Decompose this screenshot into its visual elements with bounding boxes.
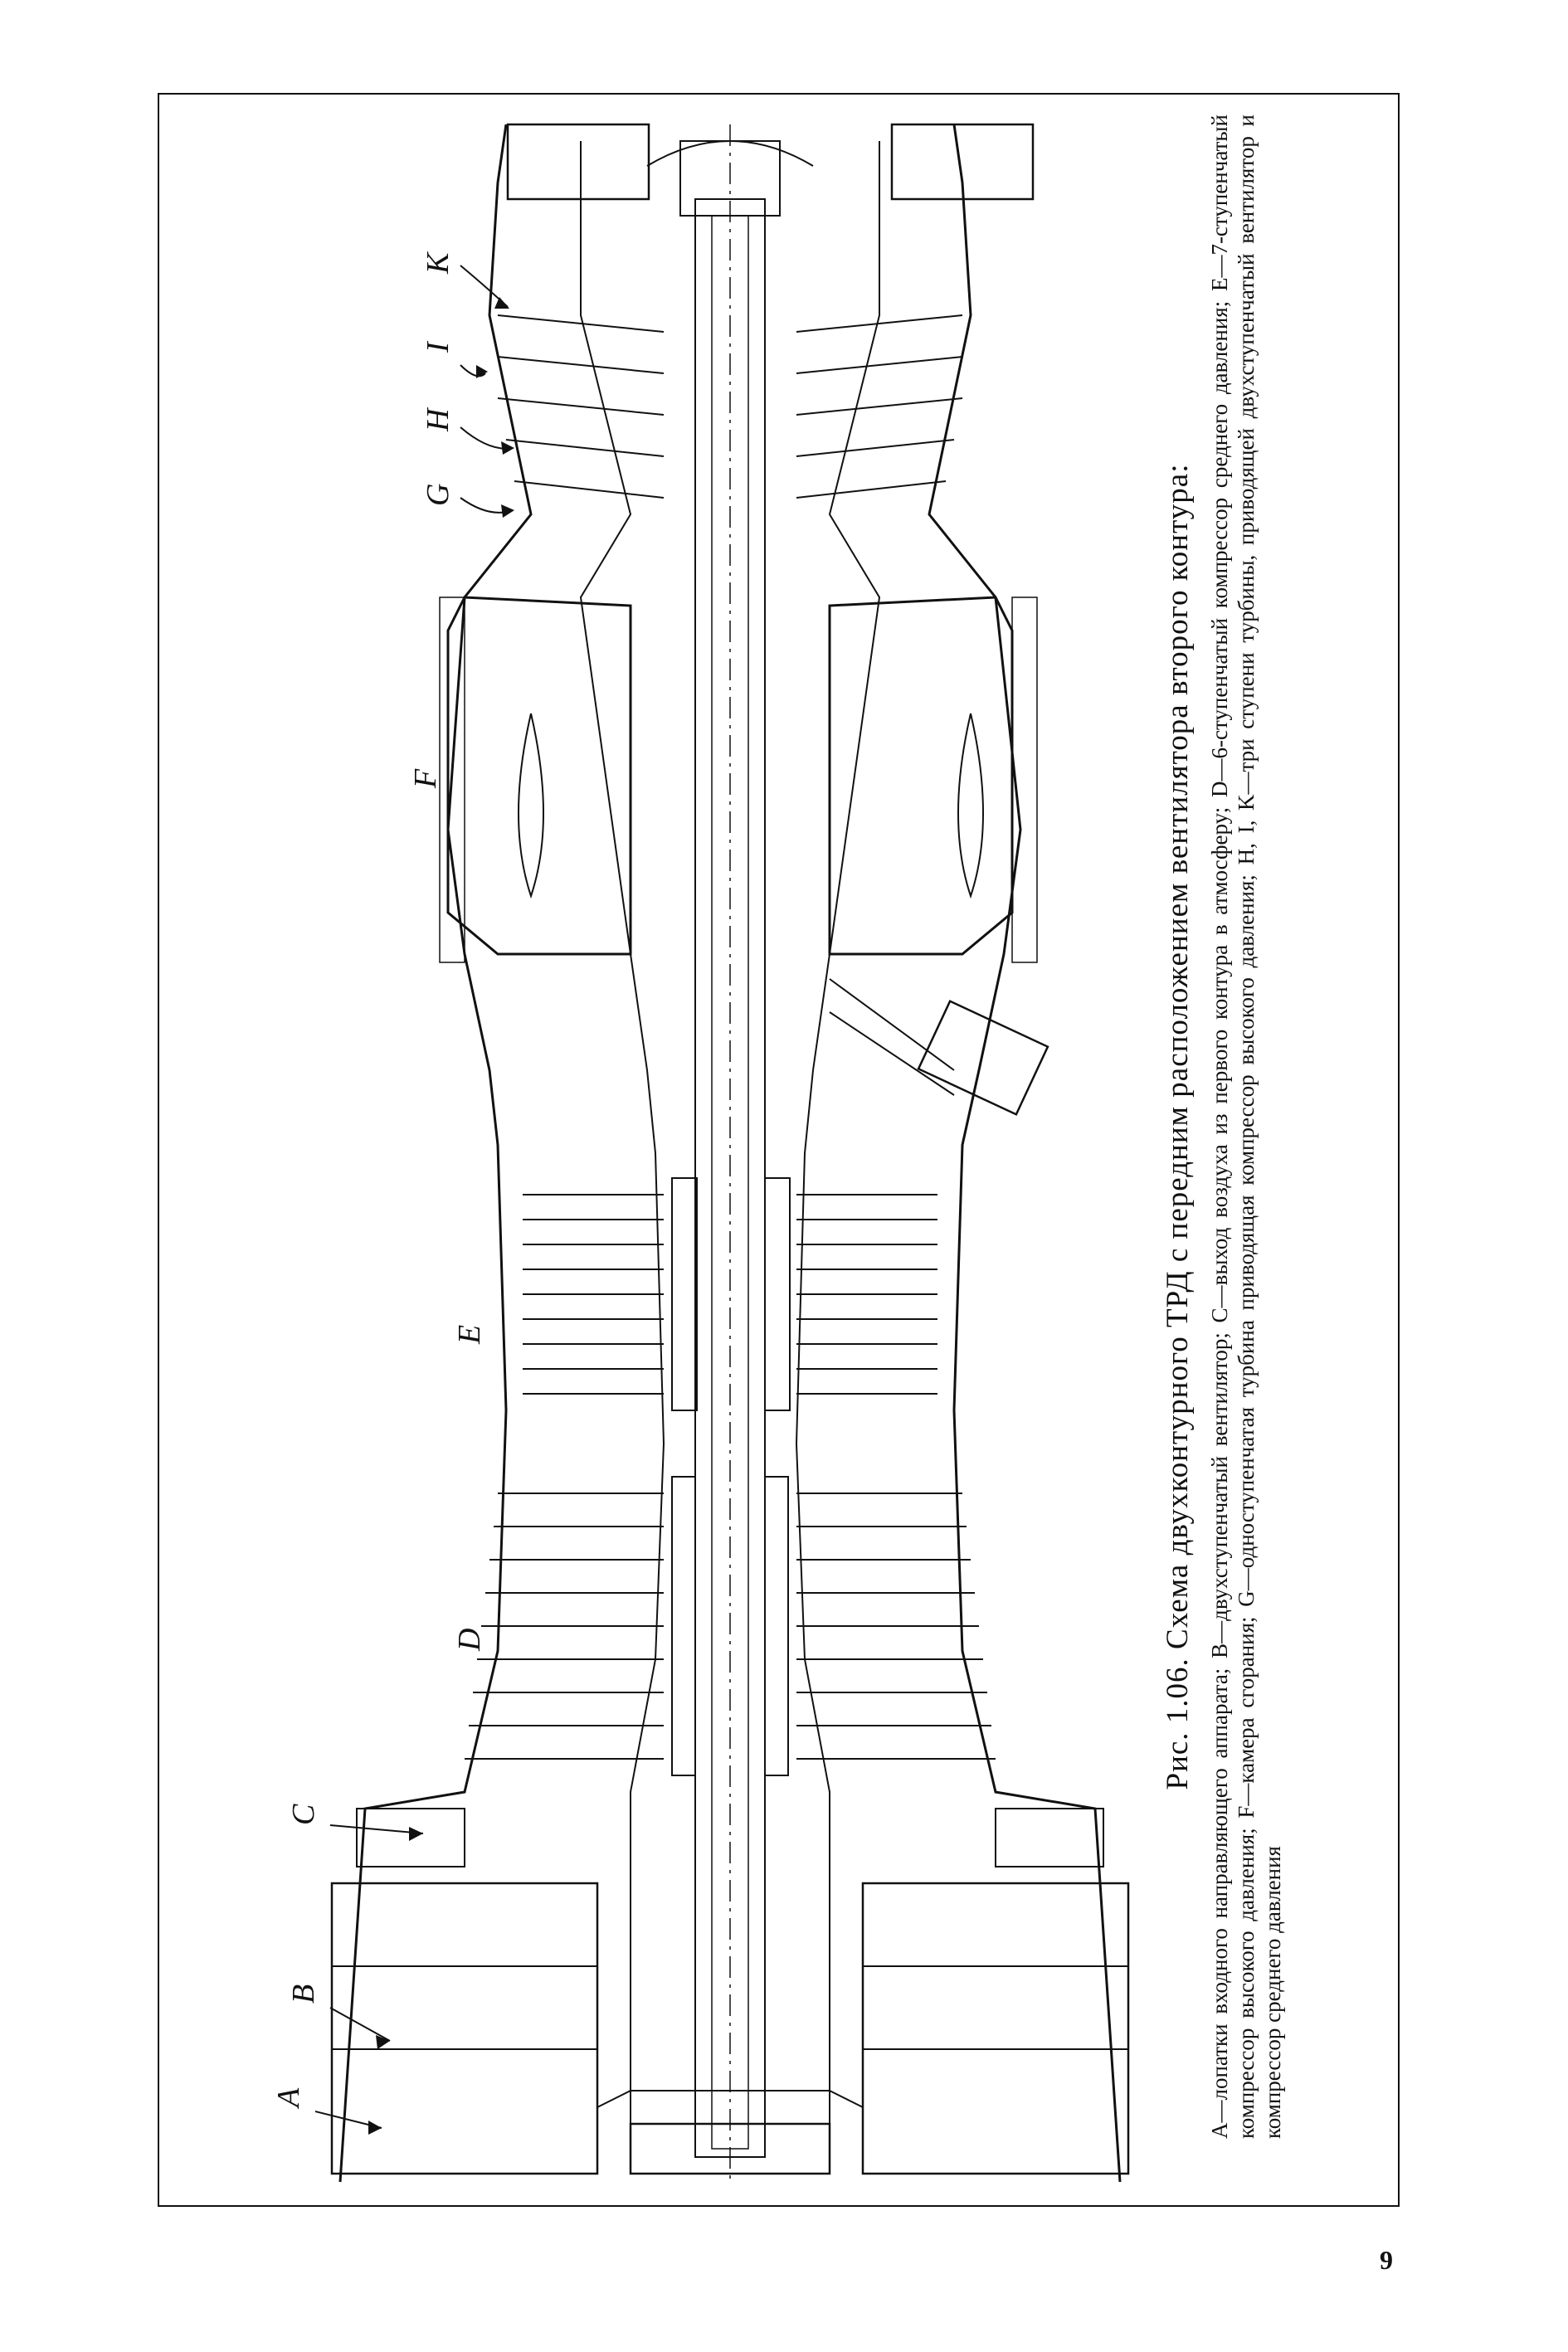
figure-frame	[158, 93, 1400, 2207]
label-F: F	[408, 768, 443, 789]
arrow-H-head	[501, 441, 514, 455]
label-K: K	[421, 251, 455, 275]
label-C: C	[286, 1804, 321, 1825]
arrow-I	[460, 364, 486, 377]
hp-compressor-right	[796, 1194, 937, 1395]
label-I: I	[421, 340, 455, 353]
turbine-right	[796, 314, 963, 499]
figure-legend: A—лопатки входного направляющего аппарат…	[1207, 114, 1285, 2139]
engine-outline	[330, 123, 1130, 2183]
ip-compressor-right	[796, 1493, 996, 1760]
arrow-C	[329, 1824, 424, 1834]
arrow-I-head	[476, 365, 488, 378]
arrow-C-head	[409, 1827, 423, 1841]
compressor-blades	[465, 314, 996, 1776]
label-E: E	[452, 1325, 487, 1345]
figure-caption: Рис. 1.06. Схема двухконтурного ТРД с пе…	[1160, 114, 1352, 2139]
arrow-G-head	[501, 504, 514, 518]
hp-compressor-left	[523, 1194, 664, 1395]
label-G: G	[421, 484, 455, 506]
compressor-discs	[671, 1177, 791, 1776]
turbine-left	[497, 314, 665, 499]
figure-title: Рис. 1.06. Схема двухконтурного ТРД с пе…	[1161, 463, 1195, 1790]
label-A: A	[271, 2087, 306, 2110]
callout-labels: A B C D E F G H I K	[271, 251, 514, 2135]
arrow-A-head	[368, 2121, 382, 2135]
arrow-K-head	[494, 297, 509, 309]
page-number: 9	[1380, 2245, 1393, 2275]
ip-compressor-left	[465, 1493, 664, 1760]
label-B: B	[286, 1984, 321, 2004]
label-H: H	[421, 407, 455, 432]
arrow-B	[329, 2007, 391, 2042]
arrow-B-head	[376, 2035, 390, 2049]
label-D: D	[452, 1629, 487, 1652]
